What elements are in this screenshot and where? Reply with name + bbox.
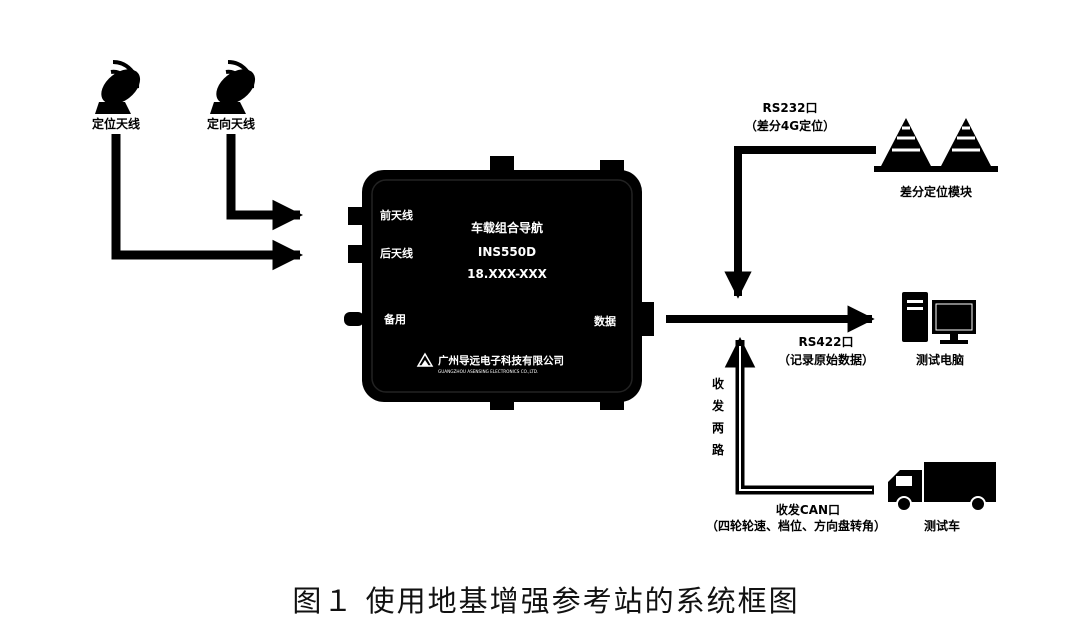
positioning-antenna-label: 定位天线 xyxy=(92,116,140,131)
positioning-antenna-cable xyxy=(111,134,304,271)
bus-vertical-label: 收 发 两 路 xyxy=(711,376,725,457)
can-description: （四轮轮速、档位、方向盘转角） xyxy=(706,518,886,533)
heading-antenna-label: 定向天线 xyxy=(207,116,255,131)
bus-char: 路 xyxy=(712,442,725,457)
can-label: 收发CAN口 xyxy=(776,502,840,517)
can-bus-line-inner xyxy=(739,346,872,491)
company-name-en: GUANGZHOU ASENSING ELECTRONICS CO.,LTD. xyxy=(438,369,538,374)
company-logo-icon xyxy=(416,352,434,367)
test-computer-label: 测试电脑 xyxy=(916,352,964,367)
heading-antenna-cable xyxy=(226,134,304,231)
front-antenna-port-label: 前天线 xyxy=(380,208,413,222)
test-computer-icon xyxy=(902,292,976,344)
rs422-description: （记录原始数据） xyxy=(778,352,874,367)
spare-port-label: 备用 xyxy=(383,312,406,326)
bus-char: 两 xyxy=(712,421,724,435)
device-serial: 18.XXX-XXX xyxy=(467,267,548,281)
heading-antenna-icon xyxy=(210,59,256,114)
data-port-label: 数据 xyxy=(594,314,616,328)
test-vehicle-label: 测试车 xyxy=(924,518,960,533)
positioning-antenna-icon xyxy=(95,59,141,114)
rs232-line xyxy=(724,146,876,299)
rear-antenna-port-label: 后天线 xyxy=(380,246,413,260)
rs232-description: （差分4G定位） xyxy=(745,118,835,133)
figure-caption: 图１ 使用地基增强参考站的系统框图 xyxy=(292,584,800,618)
rs232-label: RS232口 xyxy=(763,101,818,115)
company-name-cn: 广州导远电子科技有限公司 xyxy=(438,354,564,367)
device-name: 车载组合导航 xyxy=(471,220,543,235)
differential-module-label: 差分定位模块 xyxy=(899,184,973,199)
test-vehicle-icon xyxy=(888,462,996,512)
rs422-label: RS422口 xyxy=(799,335,854,349)
ins550d-device xyxy=(344,156,654,410)
device-model: INS550D xyxy=(478,245,536,259)
bus-char: 收 xyxy=(712,376,724,391)
bus-char: 发 xyxy=(711,398,725,413)
differential-module-icon xyxy=(874,118,998,172)
